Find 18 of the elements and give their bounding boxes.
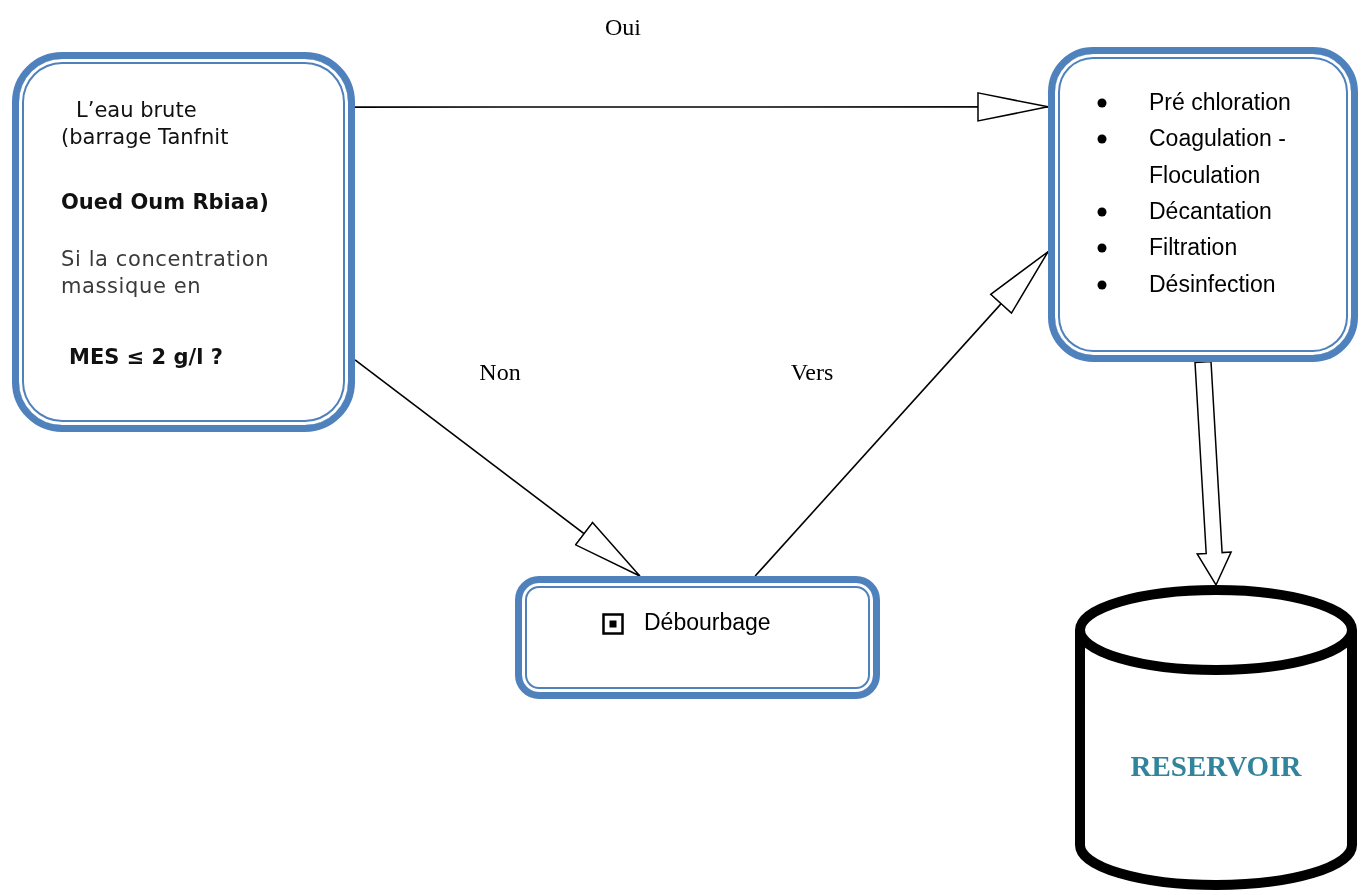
process-box xyxy=(1048,47,1358,362)
node-text: MES ≤ 2 g/l ? xyxy=(69,344,224,371)
process-box xyxy=(12,52,355,432)
node-text: Oued Oum Rbiaa) xyxy=(61,189,270,216)
list-item: Désinfection xyxy=(1149,270,1276,297)
arrow xyxy=(754,250,1049,577)
arrow xyxy=(354,359,641,577)
list-item: Pré chloration xyxy=(1149,89,1291,115)
list-item: Filtration xyxy=(1149,234,1238,261)
list-item: Décantation xyxy=(1149,198,1272,224)
node-text: Si la concentration massique en xyxy=(61,246,271,301)
arrow xyxy=(354,92,1049,122)
node-text: L’eau brute (barrage Tanfnit xyxy=(61,97,230,152)
process-box xyxy=(515,576,880,699)
list-item: Coagulation - Floculation xyxy=(1149,125,1286,188)
block-arrow xyxy=(1194,360,1233,587)
node-text: Débourbage xyxy=(644,609,771,636)
node-text: RESERVOIR xyxy=(1129,750,1303,783)
